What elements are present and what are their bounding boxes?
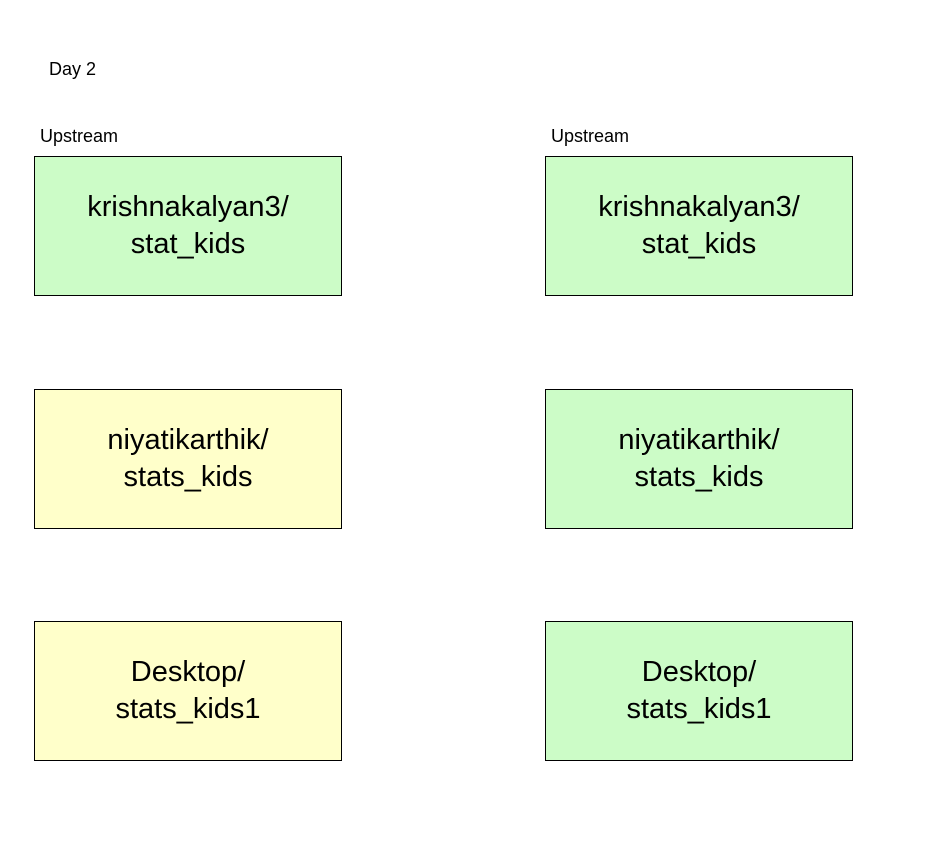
right-box-desktop: Desktop/ stats_kids1: [545, 621, 853, 761]
box-line-2: stat_kids: [641, 228, 757, 260]
box-line-2: stats_kids: [123, 461, 253, 493]
box-line-2: stat_kids: [130, 228, 246, 260]
left-column-label: Upstream: [40, 126, 119, 146]
box-text: krishnakalyan3/ stat_kids: [598, 189, 800, 263]
box-line-1: krishnakalyan3/: [598, 191, 800, 223]
box-line-2: stats_kids1: [115, 693, 261, 725]
box-line-1: niyatikarthik/: [107, 424, 269, 456]
box-text: Desktop/ stats_kids1: [115, 654, 260, 728]
box-text: Desktop/ stats_kids1: [626, 654, 771, 728]
box-line-1: Desktop/: [641, 656, 757, 688]
box-line-1: niyatikarthik/: [618, 424, 780, 456]
box-text: niyatikarthik/ stats_kids: [107, 422, 268, 496]
box-line-1: krishnakalyan3/: [87, 191, 289, 223]
day-label: Day 2: [49, 59, 97, 79]
left-box-niyatikarthik: niyatikarthik/ stats_kids: [34, 389, 342, 529]
right-box-niyatikarthik: niyatikarthik/ stats_kids: [545, 389, 853, 529]
right-column-label: Upstream: [551, 126, 630, 146]
left-box-krishnakalyan3: krishnakalyan3/ stat_kids: [34, 156, 342, 296]
box-text: niyatikarthik/ stats_kids: [618, 422, 779, 496]
box-line-2: stats_kids1: [626, 693, 772, 725]
left-box-desktop: Desktop/ stats_kids1: [34, 621, 342, 761]
box-text: krishnakalyan3/ stat_kids: [87, 189, 289, 263]
box-line-1: Desktop/: [130, 656, 246, 688]
right-box-krishnakalyan3: krishnakalyan3/ stat_kids: [545, 156, 853, 296]
box-line-2: stats_kids: [634, 461, 764, 493]
